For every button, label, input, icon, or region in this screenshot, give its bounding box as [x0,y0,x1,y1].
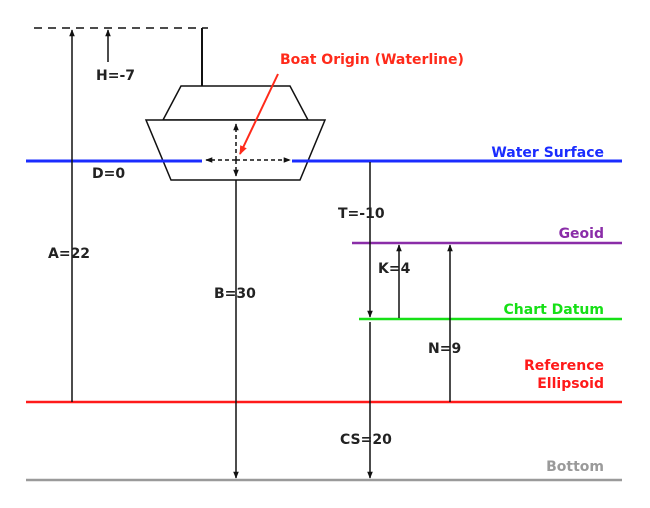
boat-origin-label: Boat Origin (Waterline) [280,52,464,68]
boat-origin-pointer [239,73,279,155]
reference-ellipsoid-label-line2: Ellipsoid [537,376,604,392]
k-label: K=4 [378,261,411,277]
water-surface-label: Water Surface [491,145,604,161]
chart-datum-label: Chart Datum [504,302,604,318]
n-label: N=9 [428,341,461,357]
boat-cabin [161,85,310,121]
h-label: H=-7 [96,68,135,84]
cs-label: CS=20 [340,432,392,448]
reference-ellipsoid-label-line1: Reference [524,358,604,374]
geoid-label: Geoid [559,226,604,242]
bottom-label: Bottom [546,459,604,475]
t-label: T=-10 [338,206,385,222]
d-label: D=0 [92,166,125,182]
b-label: B=30 [214,286,256,302]
a-label: A=22 [48,246,90,262]
